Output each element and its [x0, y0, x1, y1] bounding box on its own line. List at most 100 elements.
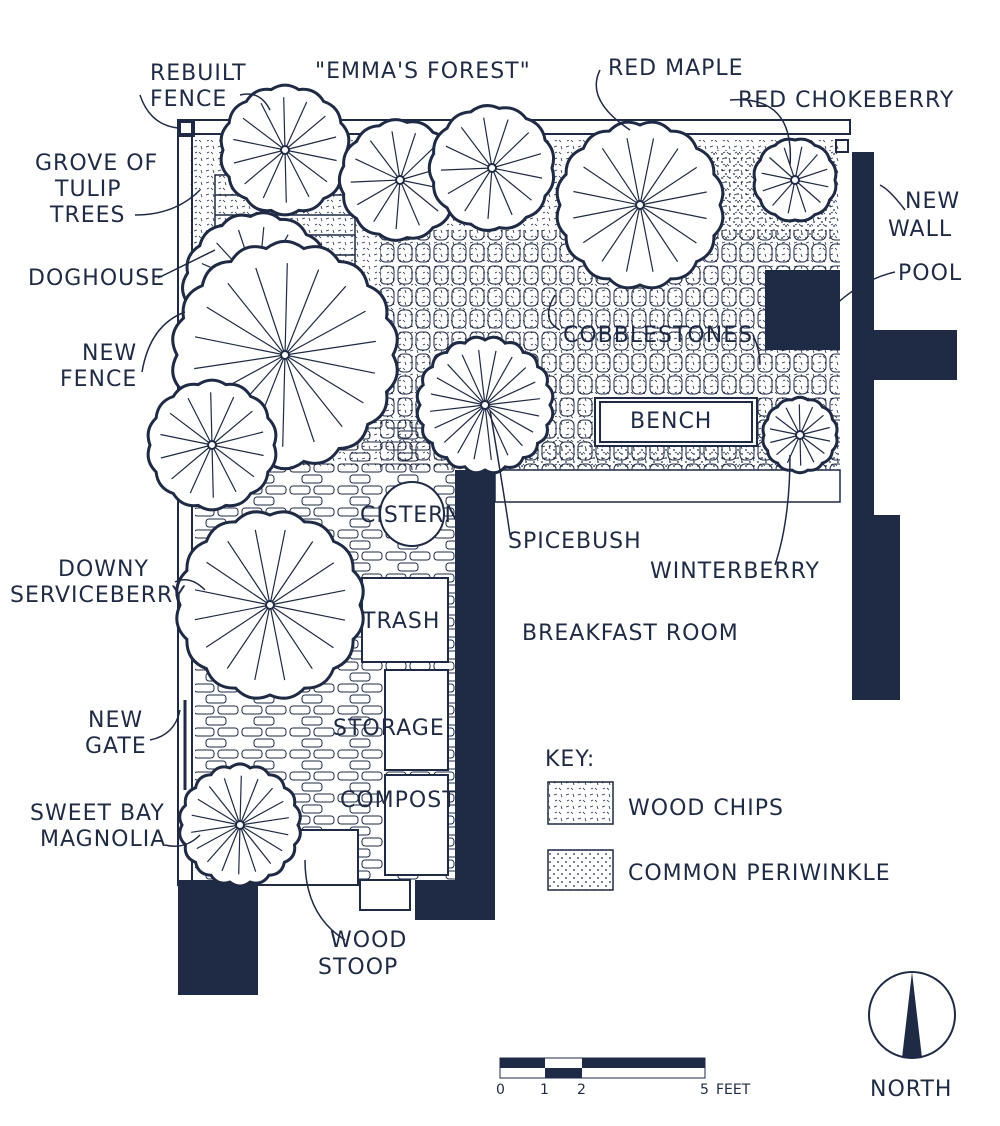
red-maple-branch [639, 204, 707, 220]
tulip-tree-branch [284, 136, 337, 151]
label-grove-2: TULIP [54, 177, 122, 202]
sweet-bay-magnolia-branch [239, 775, 242, 826]
tulip-tree-branch [284, 115, 326, 151]
sweet-bay-magnolia-branch [239, 824, 289, 836]
sweet-bay-magnolia-branch [239, 787, 274, 826]
house-wall-vertical [455, 470, 495, 920]
winterberry-branch [776, 434, 801, 456]
north-label: NORTH [870, 1077, 952, 1102]
red-chokeberry-branch [787, 179, 796, 214]
cistern [379, 481, 445, 547]
winterberry-branch [799, 434, 815, 463]
new-fence-tree-branch [284, 354, 364, 404]
sweet-bay-magnolia-branch [239, 824, 283, 852]
labels: "EMMA'S FOREST" REBUILT FENCE GROVE OF T… [10, 56, 961, 980]
downy-serviceberry-branch [205, 604, 271, 648]
scale-bar: 0 1 2 5 FEET [496, 1057, 751, 1098]
red-maple-branch [639, 204, 679, 263]
red-maple-branch [573, 190, 641, 206]
sweet-bay-magnolia-branch [239, 778, 259, 826]
winterberry-branch [785, 407, 801, 436]
spicebush-branch [461, 354, 486, 406]
tulip-tree-trunk [280, 145, 290, 155]
label-new-wall-1: NEW [905, 189, 960, 214]
spicebush-branch [484, 404, 492, 460]
downy-serviceberry-branch [269, 529, 286, 606]
tulip-tree-branch [284, 149, 310, 198]
winterberry-branch [799, 406, 814, 436]
new-fence-tree-branch [211, 444, 214, 498]
tulip-tree-branch [460, 126, 493, 169]
tulip-tree-branch [395, 179, 401, 230]
spicebush-branch [473, 404, 486, 460]
label-grove-3: TREES [49, 203, 126, 228]
fence-post-tl [179, 121, 195, 137]
sweet-bay-magnolia-branch [239, 817, 289, 826]
downy-serviceberry-branch [227, 540, 271, 606]
key-swatch-periwinkle [547, 849, 614, 891]
red-maple-branch [639, 138, 655, 206]
tulip-tree-branch [284, 149, 328, 183]
downy-serviceberry-branch [269, 604, 334, 649]
red-chokeberry-branch [794, 179, 807, 213]
label-breakfast-room: BREAKFAST ROOM [522, 621, 739, 646]
downy-serviceberry-branch [254, 529, 271, 606]
new-fence-tree-branch [284, 285, 347, 356]
red-maple-branch [601, 204, 641, 262]
north-needle [902, 972, 922, 1058]
winterberry-branch [799, 434, 831, 442]
tulip-tree-branch [487, 167, 493, 219]
walls [178, 152, 957, 995]
new-fence-tree-branch [284, 354, 315, 443]
winterberry-branch [775, 416, 801, 436]
sweet-bay-magnolia-branch [239, 800, 284, 826]
fence-post-tr [835, 139, 849, 153]
red-chokeberry-branch [794, 146, 803, 181]
scale-tick-5: 5 [700, 1082, 709, 1098]
red-maple-trunk [635, 200, 645, 210]
key-label-periwinkle: COMMON PERIWINKLE [628, 861, 891, 886]
label-red-maple: RED MAPLE [608, 56, 744, 81]
new-fence-tree-trunk [207, 440, 217, 450]
spicebush-trunk [480, 400, 490, 410]
tulip-tree-branch [491, 167, 513, 216]
downy-serviceberry-branch [194, 589, 271, 606]
label-red-chokeberry: RED CHOKEBERRY [738, 88, 954, 113]
tulip-tree-branch [350, 179, 401, 183]
downy-serviceberry [175, 510, 365, 700]
tulip-tree-branch [491, 153, 542, 169]
spicebush-branch [457, 404, 486, 454]
tulip-tree [219, 83, 351, 217]
sweet-bay-magnolia-branch [208, 786, 241, 826]
new-fence-tree-branch [194, 336, 286, 356]
tulip-tree-branch [399, 145, 436, 181]
new-fence-tree-branch [284, 354, 343, 428]
red-maple-branch [625, 204, 641, 272]
tulip-tree-trunk [395, 175, 405, 185]
tulip-tree-branch [283, 97, 286, 151]
label-wood-stoop-1: WOOD [330, 928, 407, 953]
sweet-bay-magnolia-branch [239, 824, 272, 864]
scale-tick-1: 1 [540, 1082, 549, 1098]
new-fence-tree-branch [284, 340, 376, 356]
trees [146, 83, 839, 888]
winterberry-branch [799, 414, 824, 436]
new-fence-tree-branch [211, 444, 264, 457]
tulip-tree-branch [284, 149, 287, 203]
winterberry-trunk [795, 430, 805, 440]
tulip-tree-branch [233, 138, 286, 151]
wall-right-lower [852, 515, 900, 700]
new-fence-tree-branch [194, 354, 286, 370]
red-maple-branch [601, 147, 641, 206]
spicebush-branch [484, 350, 497, 406]
new-fence-tree-trunk [280, 350, 290, 360]
tulip-tree-branch [491, 119, 509, 169]
downy-serviceberry-branch [254, 604, 271, 681]
spicebush-branch [484, 404, 540, 417]
pool [765, 270, 840, 350]
label-cobblestones: COBBLESTONES [563, 323, 753, 348]
new-fence-tree-branch [282, 354, 286, 447]
sweet-bay-magnolia-branch [238, 824, 241, 875]
tulip-tree-branch [369, 140, 401, 181]
spicebush-branch [443, 404, 486, 443]
